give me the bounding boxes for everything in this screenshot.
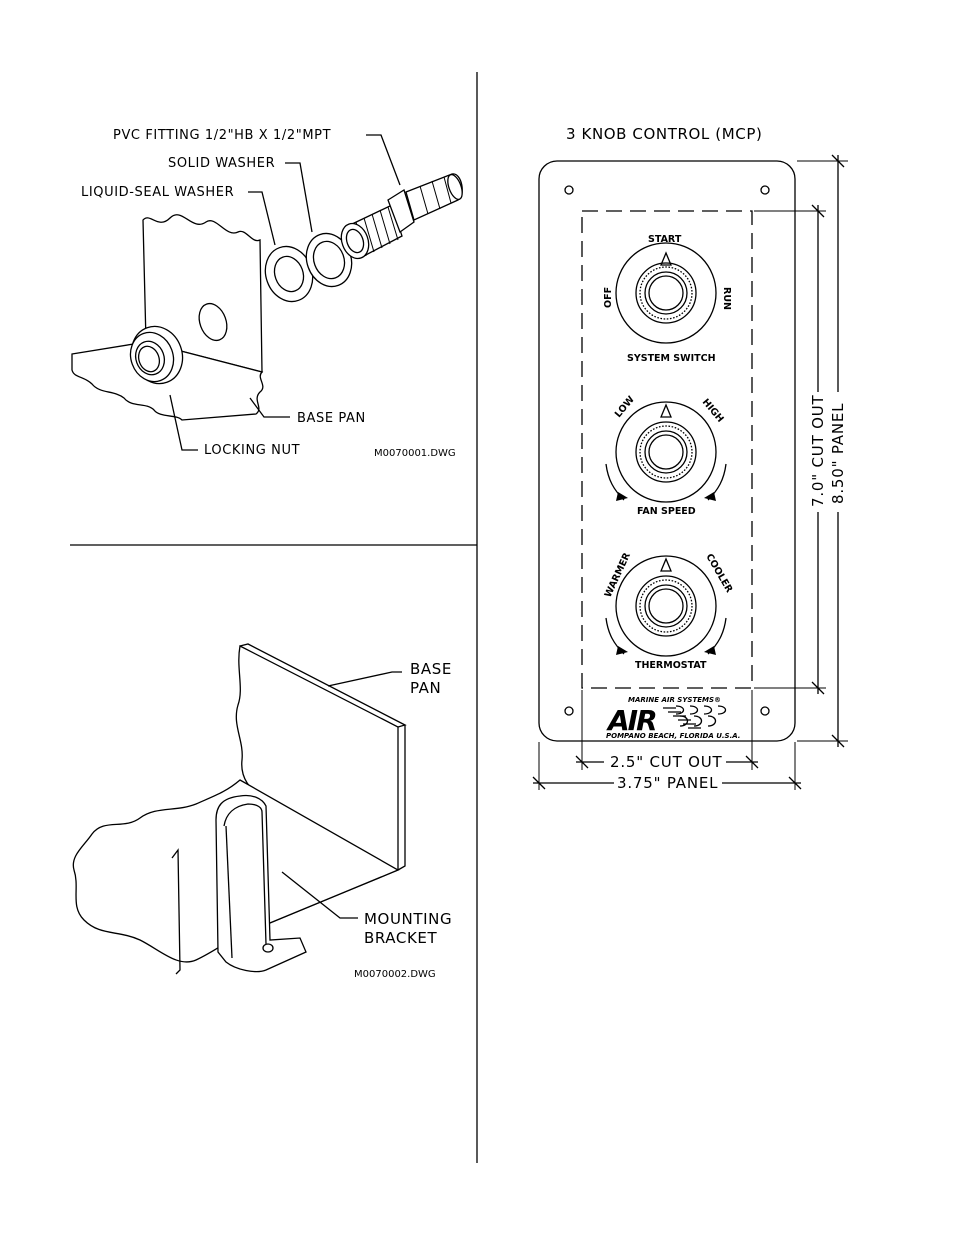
mounting-bracket-label-line1: MOUNTING (364, 910, 452, 928)
locking-nut-label: LOCKING NUT (204, 443, 300, 458)
solid-washer-label: SOLID WASHER (168, 156, 275, 171)
liquid-seal-washer-part (264, 245, 314, 303)
fan-speed-high: HIGH (700, 397, 726, 425)
logo-top-text: MARINE AIR SYSTEMS® (628, 696, 721, 704)
marine-air-logo: MARINE AIR SYSTEMS® AIR POMPANO BEACH, F… (606, 696, 740, 740)
system-switch-run: RUN (721, 287, 732, 310)
system-switch-start: START (648, 234, 682, 245)
panel-title: 3 KNOB CONTROL (MCP) (566, 125, 762, 143)
mount-hole-bottom-left (564, 706, 574, 716)
control-panel-figure: 3 KNOB CONTROL (MCP) START OFF RUN SYSTE… (532, 125, 848, 792)
base-pan-wall (142, 214, 263, 373)
mounting-bracket-label-line2: BRACKET (364, 929, 437, 947)
panel-width-dimension: 3.75" PANEL (617, 774, 718, 792)
system-switch-label: SYSTEM SWITCH (627, 353, 716, 364)
logo-mark: AIR (606, 704, 656, 737)
base-pan-leader-2 (327, 671, 402, 687)
base-pan-label-2-line2: PAN (410, 679, 441, 697)
system-switch-knob: START OFF RUN SYSTEM SWITCH (603, 234, 732, 364)
drawing-number-2: M0070002.DWG (354, 969, 436, 980)
wall-hole (198, 302, 228, 342)
thermostat-label: THERMOSTAT (635, 660, 707, 671)
width-dimensions: 2.5" CUT OUT 3.75" PANEL (532, 690, 802, 792)
mounting-bracket-part (215, 794, 307, 973)
fan-speed-low: LOW (613, 394, 637, 420)
cutout-outline (581, 210, 753, 689)
fitting-assembly-figure: PVC FITTING 1/2"HB X 1/2"MPT SOLID WASHE… (71, 128, 463, 459)
base-pan-label: BASE PAN (297, 411, 366, 426)
mounting-bracket-leader (281, 871, 358, 919)
liquid-seal-washer-leader (248, 191, 276, 246)
logo-bottom-text: POMPANO BEACH, FLORIDA U.S.A. (606, 732, 740, 740)
mounting-bracket-figure: BASE PAN MOUNTING BRACKET M0070002.DWG (72, 643, 452, 980)
base-pan-label-2-line1: BASE (410, 660, 452, 678)
locking-nut-part (129, 325, 184, 385)
thermostat-cooler: COOLER (703, 552, 734, 595)
panel-height-dimension: 8.50" PANEL (829, 403, 847, 504)
locking-nut-leader (169, 394, 198, 451)
liquid-seal-washer-label: LIQUID-SEAL WASHER (81, 185, 234, 200)
base-pan-leader (249, 397, 290, 418)
thermostat-knob: WARMER COOLER THERMOSTAT (603, 551, 735, 671)
cutout-height-dimension: 7.0" CUT OUT (809, 395, 827, 507)
fitting-leader (366, 134, 401, 186)
control-panel-outline (538, 160, 796, 742)
pvc-fitting-part (340, 173, 463, 260)
mount-hole-top-right (760, 185, 770, 195)
cutout-width-dimension: 2.5" CUT OUT (610, 753, 722, 771)
solid-washer-leader (285, 162, 313, 233)
drawing-number-1: M0070001.DWG (374, 448, 456, 459)
fan-speed-knob: LOW HIGH FAN SPEED (605, 394, 727, 517)
fan-speed-label: FAN SPEED (637, 506, 696, 517)
system-switch-off: OFF (603, 287, 614, 308)
mount-hole-bottom-right (760, 706, 770, 716)
fitting-label: PVC FITTING 1/2"HB X 1/2"MPT (113, 128, 331, 143)
mount-hole-top-left (564, 185, 574, 195)
height-dimensions: 7.0" CUT OUT 8.50" PANEL (754, 154, 848, 748)
